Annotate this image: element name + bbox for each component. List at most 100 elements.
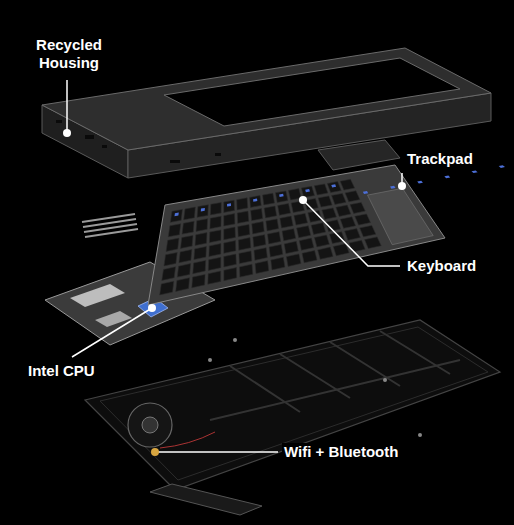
key-legend-mark (363, 191, 368, 194)
keyboard-touch-area (368, 188, 434, 244)
stand-piece (150, 484, 262, 515)
keycap (210, 216, 221, 229)
board-component (70, 284, 125, 307)
keycap (179, 250, 192, 263)
keycap (278, 204, 291, 216)
case-ribs (210, 331, 460, 420)
port (56, 120, 62, 123)
keycap (224, 227, 236, 240)
leader-dot (398, 182, 406, 190)
mainboard (45, 262, 215, 345)
case-rib (280, 354, 350, 398)
key-legend-mark (227, 203, 231, 206)
keycap (302, 251, 317, 263)
keycap (177, 264, 190, 278)
antenna-dot (151, 448, 159, 456)
screw (418, 433, 422, 437)
keycap (209, 230, 221, 243)
keycap (349, 240, 365, 252)
keycap (196, 219, 208, 232)
leader-dot (148, 304, 156, 312)
key-legend-mark (175, 213, 179, 217)
keycap (314, 184, 328, 195)
leader-line (72, 308, 152, 357)
key-legend-mark (499, 165, 505, 168)
keycap (318, 196, 332, 207)
keycap (276, 191, 288, 203)
keycap (297, 226, 311, 238)
keycap (238, 238, 250, 251)
keycap (164, 253, 177, 266)
fan (128, 403, 172, 447)
leader-dot (299, 196, 307, 204)
keycap (266, 219, 279, 231)
keycap (184, 207, 196, 220)
key-legend-mark (390, 186, 395, 189)
keycap (255, 261, 269, 274)
keycap (340, 217, 355, 229)
keycap (299, 238, 314, 250)
keycap (166, 238, 179, 251)
keycap (182, 221, 194, 234)
keycap (224, 214, 235, 226)
keycap (224, 268, 237, 281)
part-label: Intel CPU (26, 362, 97, 380)
case-rib (210, 360, 460, 420)
key-legend-mark (444, 176, 450, 179)
keycap (162, 267, 176, 281)
port (102, 145, 107, 148)
antenna-wire (160, 432, 215, 448)
keycap (345, 229, 361, 241)
keycap (332, 193, 346, 204)
key-legend-mark (417, 181, 423, 184)
keycap (271, 257, 285, 270)
ribbon-wire (85, 229, 138, 237)
screw (208, 358, 212, 362)
keycap (327, 182, 341, 193)
keycap (350, 202, 365, 213)
keycap (224, 200, 235, 212)
keycap (330, 232, 345, 244)
housing-ports (56, 120, 221, 163)
keycap (318, 247, 333, 259)
key-legend-mark (331, 184, 336, 187)
part-label: Keyboard (405, 257, 478, 275)
keycap (263, 193, 275, 205)
keycap (224, 254, 237, 267)
keycap (194, 247, 207, 260)
case-rib (230, 366, 300, 412)
keycap (238, 224, 250, 236)
key-legend-mark (253, 199, 257, 202)
keycap (294, 213, 308, 225)
keycap (301, 186, 314, 197)
part-label: Wifi + Bluetooth (282, 443, 400, 461)
keycap (268, 232, 281, 244)
keycap (250, 196, 262, 208)
keycap (355, 214, 371, 225)
port (85, 135, 94, 139)
keycap (160, 281, 174, 295)
leader-line (66, 80, 68, 133)
keycap (333, 244, 349, 256)
leader-dot (63, 129, 71, 137)
keycap (240, 264, 253, 277)
case-rib (330, 342, 400, 386)
keycap (170, 209, 182, 222)
key-legend-mark (472, 170, 478, 173)
bottom-case (85, 320, 500, 490)
keycap (282, 229, 296, 241)
screw (233, 338, 237, 342)
keycap (193, 260, 206, 273)
keycap (322, 208, 337, 219)
port (170, 160, 180, 163)
keyboard-plate (148, 165, 445, 305)
keycap (254, 248, 267, 261)
key-legend-mark (279, 194, 283, 197)
case-rib (380, 331, 450, 374)
keycap (197, 205, 208, 218)
leader-dots (63, 129, 406, 456)
keycap (192, 274, 205, 287)
leader-lines (67, 80, 402, 452)
keycap (365, 237, 382, 249)
